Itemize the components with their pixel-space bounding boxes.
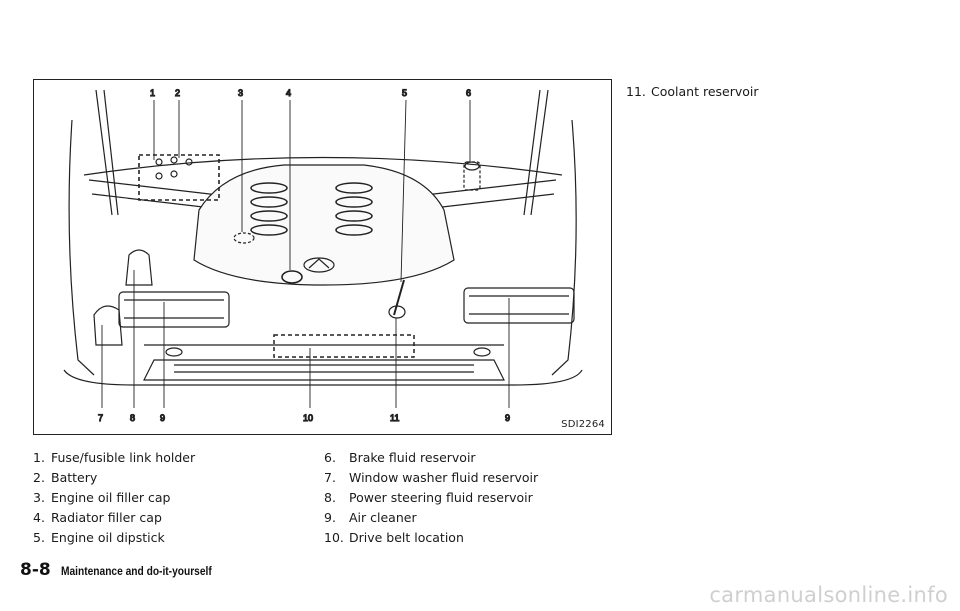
- callout-label: 9: [160, 413, 165, 423]
- callout-label: 9: [505, 413, 510, 423]
- list-item: 9. Air cleaner: [324, 508, 538, 528]
- callout-label: 6: [466, 88, 471, 98]
- section-title: Maintenance and do-it-yourself: [60, 564, 212, 578]
- engine-illustration: 1 2 3 4 5 6 7 8 9 10 11 9: [63, 87, 583, 424]
- item-number: 8.: [324, 490, 336, 505]
- callout-label: 8: [130, 413, 135, 423]
- callouts-top: 1 2 3 4 5 6: [149, 87, 471, 98]
- item-label: Window washer fluid reservoir: [349, 470, 539, 485]
- item-label: Air cleaner: [349, 510, 417, 525]
- list-item: 3. Engine oil filler cap: [33, 488, 195, 508]
- page-footer: 8-8 Maintenance and do-it-yourself: [20, 560, 238, 580]
- list-item: 1. Fuse/fusible link holder: [33, 448, 195, 468]
- item-number: 4.: [33, 510, 45, 525]
- legend-list-top: 11. Coolant reservoir: [626, 82, 759, 102]
- item-number: 3.: [33, 490, 45, 505]
- callout-label: 3: [238, 88, 243, 98]
- legend-list-left: 1. Fuse/fusible link holder 2. Battery 3. E…: [33, 448, 195, 548]
- list-item: 2. Battery: [33, 468, 195, 488]
- item-label: Fuse/fusible link holder: [51, 450, 196, 465]
- callout-label: 10: [303, 413, 313, 423]
- item-label: Battery: [51, 470, 98, 485]
- item-label: Engine oil filler cap: [51, 490, 171, 505]
- callout-label: 11: [390, 413, 399, 423]
- item-number: 6.: [324, 450, 336, 465]
- list-item: 11. Coolant reservoir: [626, 82, 759, 102]
- legend-list-right: 6. Brake fluid reservoir 7. Window washer …: [324, 448, 538, 548]
- callout-label: 2: [175, 88, 180, 98]
- item-number: 7.: [324, 470, 336, 485]
- item-label: Engine oil dipstick: [51, 530, 165, 545]
- item-label: Brake fluid reservoir: [349, 450, 476, 465]
- figure-code: SDI2264: [561, 419, 605, 430]
- callout-label: 4: [286, 88, 291, 98]
- list-item: 6. Brake fluid reservoir: [324, 448, 538, 468]
- item-number: 1.: [33, 450, 45, 465]
- item-label: Drive belt location: [349, 530, 464, 545]
- page-number: 8-8: [20, 560, 51, 580]
- callouts-bottom: 7 8 9 10 11 9: [97, 412, 510, 423]
- item-number: 9.: [324, 510, 336, 525]
- item-number: 11.: [626, 84, 646, 99]
- item-number: 5.: [33, 530, 45, 545]
- callout-label: 7: [98, 413, 103, 423]
- watermark: carmanualsonline.info: [709, 583, 948, 607]
- list-item: 5. Engine oil dipstick: [33, 528, 195, 548]
- item-label: Power steering fluid reservoir: [349, 490, 533, 505]
- engine-compartment-figure: 1 2 3 4 5 6 7 8 9 10 11 9 SDI2264: [33, 79, 612, 435]
- item-number: 10.: [324, 530, 344, 545]
- item-label: Radiator filler cap: [51, 510, 162, 525]
- callout-label: 1: [150, 88, 155, 98]
- item-label: Coolant reservoir: [651, 84, 759, 99]
- list-item: 8. Power steering fluid reservoir: [324, 488, 538, 508]
- callout-label: 5: [402, 88, 407, 98]
- item-number: 2.: [33, 470, 45, 485]
- list-item: 7. Window washer fluid reservoir: [324, 468, 538, 488]
- list-item: 10. Drive belt location: [324, 528, 538, 548]
- list-item: 4. Radiator filler cap: [33, 508, 195, 528]
